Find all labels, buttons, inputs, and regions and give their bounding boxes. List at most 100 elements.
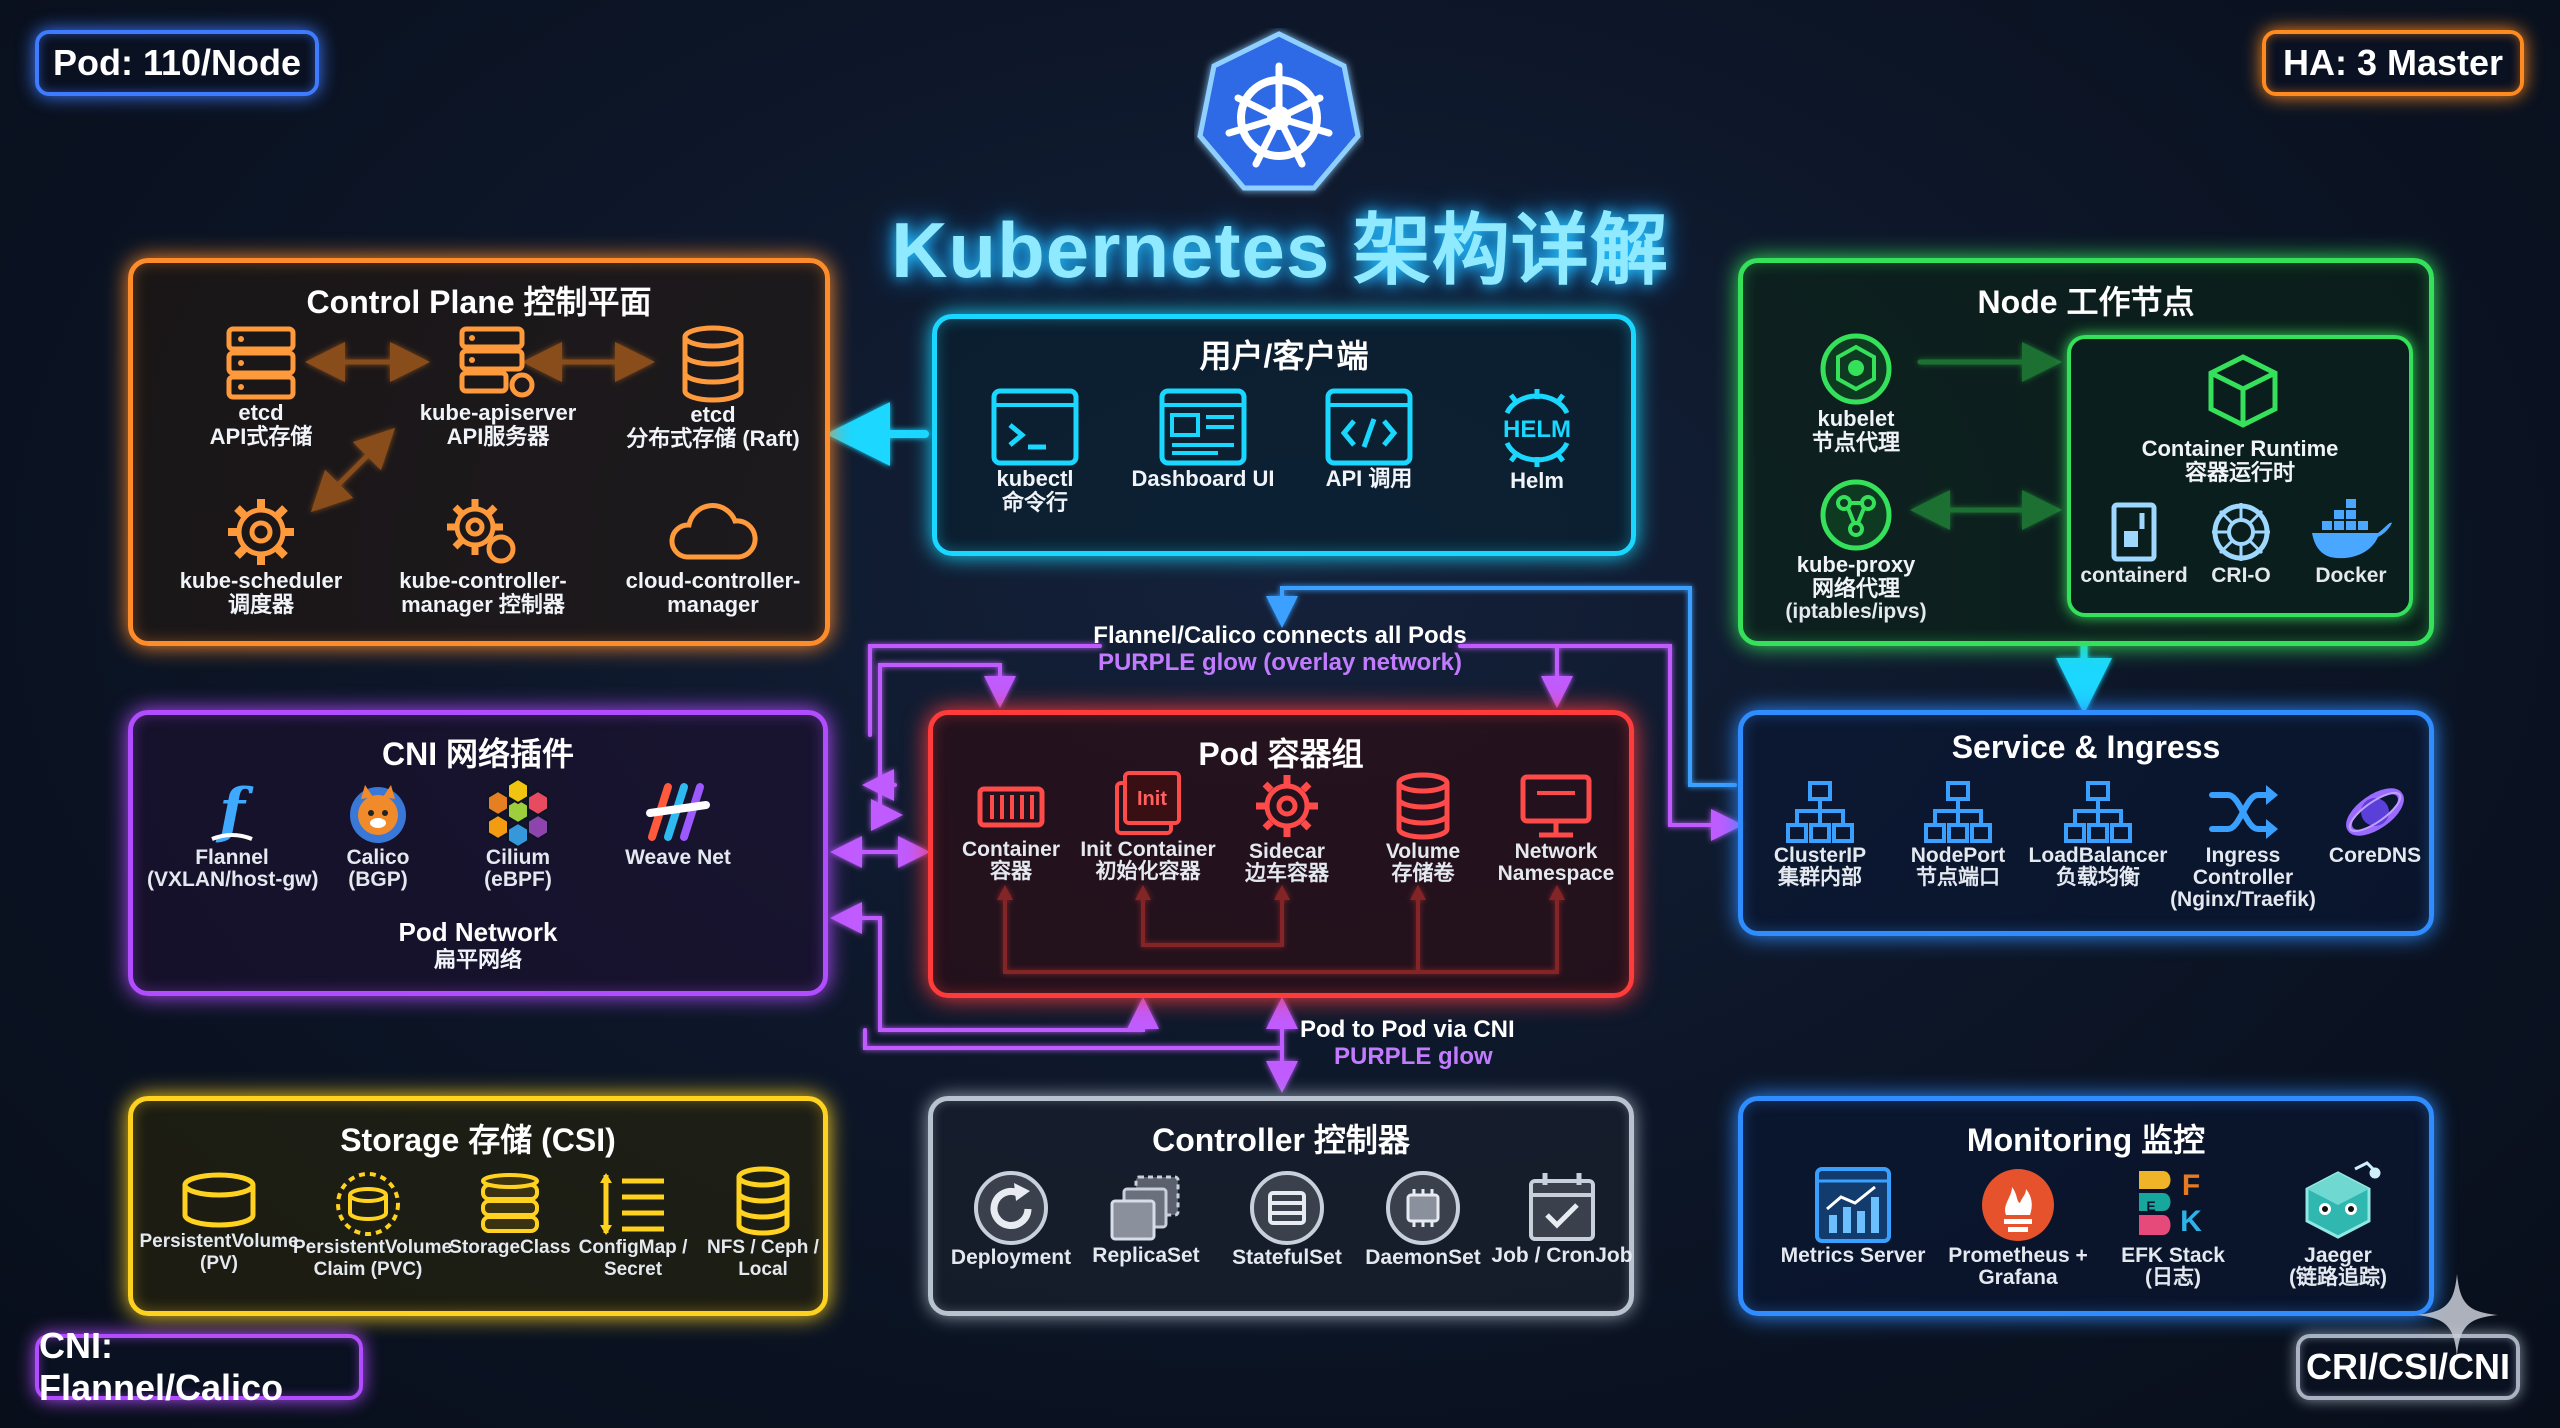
- pod-to-pod-note: Pod to Pod via CNI PURPLE glow: [1300, 1016, 1515, 1070]
- kubelet-icon: [1820, 333, 1892, 405]
- kube-scheduler: kube-scheduler 调度器: [171, 495, 351, 617]
- service-coredns: CoreDNS: [2315, 779, 2435, 867]
- dashboard-icon: [1159, 388, 1247, 466]
- deployment-controller[interactable]: Deployment: [941, 1169, 1081, 1269]
- pod-init-container: Init Init Container 初始化容器: [1073, 769, 1223, 883]
- pod-network-namespace: Network Namespace: [1481, 771, 1631, 885]
- database-icon: [682, 325, 744, 403]
- badge-ha-masters: HA: 3 Master: [2262, 30, 2524, 96]
- init-container-icon: Init: [1115, 771, 1181, 835]
- sparkle-icon: [2416, 1274, 2498, 1356]
- kubelet: kubelet 节点代理: [1781, 331, 1931, 455]
- replicaset-controller[interactable]: ReplicaSet: [1081, 1169, 1211, 1267]
- service-clusterip: ClusterIP 集群内部: [1755, 779, 1885, 889]
- container-box-icon: [2208, 354, 2278, 428]
- docker-icon: [2312, 499, 2392, 559]
- svg-text:E: E: [2146, 1198, 2155, 1214]
- containerd: containerd: [2079, 499, 2189, 587]
- weave-icon: [646, 783, 710, 841]
- statefulset-controller[interactable]: StatefulSet: [1217, 1169, 1357, 1269]
- chip-icon: [1386, 1171, 1460, 1245]
- efk-icon: FKE: [2139, 1169, 2202, 1238]
- weave-net-plugin: Weave Net: [593, 777, 763, 869]
- jaeger-icon: [2305, 1161, 2381, 1239]
- container-runtime-box: Container Runtime 容器运行时 containerd CRI-O…: [2067, 335, 2413, 617]
- cilium-plugin: Cilium (eBPF): [453, 777, 583, 891]
- cri-o: CRI-O: [2191, 499, 2291, 587]
- kube-apiserver: kube-apiserver API服务器: [398, 325, 598, 449]
- svg-text:HELM: HELM: [1503, 416, 1571, 443]
- service-loadbalancer: LoadBalancer 负载均衡: [2023, 779, 2173, 889]
- monitoring-title: Monitoring 监控: [1966, 1122, 2206, 1158]
- copies-icon: [1110, 1175, 1180, 1241]
- shuffle-icon: [2209, 785, 2278, 839]
- etcd-api-store: etcd API式存储: [191, 325, 331, 449]
- page-title: Kubernetes 架构详解: [891, 206, 1669, 294]
- persistent-volume: PersistentVolume (PV): [139, 1171, 299, 1275]
- refresh-icon: [974, 1171, 1048, 1245]
- controller-panel: Controller 控制器 Deployment ReplicaSet Sta…: [928, 1096, 1634, 1316]
- overlay-network-note: Flannel/Calico connects all Pods PURPLE …: [1093, 622, 1467, 676]
- stack-icon: [481, 1173, 539, 1233]
- server-gear-icon: [459, 326, 535, 398]
- flannel-icon: f: [211, 777, 254, 846]
- prometheus-icon: [1982, 1169, 2054, 1241]
- node-panel: Node 工作节点 kubelet 节点代理 kube-proxy 网络代理 (…: [1738, 258, 2434, 646]
- cloud-icon: [669, 503, 758, 560]
- control-plane-title: Control Plane 控制平面: [306, 284, 652, 320]
- badge-pods-per-node: Pod: 110/Node: [35, 30, 319, 96]
- kubernetes-logo-icon: [1197, 31, 1361, 191]
- stateful-icon: [1250, 1171, 1324, 1245]
- kube-proxy-icon: [1820, 479, 1892, 551]
- dashboard-ui[interactable]: Dashboard UI: [1123, 387, 1283, 491]
- disk-dashed-icon: [336, 1172, 400, 1236]
- kube-controller-manager: kube-controller- manager 控制器: [383, 495, 583, 617]
- container-icon: [977, 786, 1045, 828]
- kubectl-tool[interactable]: kubectl 命令行: [965, 387, 1105, 515]
- daemonset-controller[interactable]: DaemonSet: [1353, 1169, 1493, 1269]
- client-title: 用户/客户端: [1199, 338, 1369, 374]
- crio-icon: [2212, 503, 2270, 561]
- chart-icon: [1815, 1167, 1891, 1243]
- network-monitor-icon: [1520, 774, 1592, 838]
- storage-panel: Storage 存储 (CSI) PersistentVolume (PV) P…: [128, 1096, 828, 1316]
- hierarchy-icon: [1786, 781, 1854, 843]
- docker: Docker: [2293, 499, 2409, 587]
- cilium-icon: [487, 777, 549, 847]
- pod-container: Container 容器: [941, 775, 1081, 883]
- disk-icon: [182, 1172, 256, 1228]
- calico-plugin: Calico (BGP): [313, 777, 443, 891]
- containerd-icon: [2111, 502, 2157, 562]
- api-call[interactable]: API 调用: [1299, 387, 1439, 491]
- cloud-controller-manager: cloud-controller- manager: [603, 495, 823, 617]
- calico-icon: [350, 785, 406, 843]
- overlay-to-pod-left: [984, 663, 1016, 708]
- gears-icon: [447, 499, 516, 564]
- helm-tool[interactable]: HELM Helm: [1467, 385, 1607, 493]
- service-ingress-controller: Ingress Controller (Nginx/Traefik): [2163, 779, 2323, 911]
- coredns-icon: [2346, 788, 2404, 836]
- hierarchy-icon: [1924, 781, 1992, 843]
- badge-interfaces: CRI/CSI/CNI: [2296, 1334, 2520, 1400]
- pod-volume: Volume 存储卷: [1353, 771, 1493, 885]
- storage-title: Storage 存储 (CSI): [340, 1122, 616, 1158]
- list-icon: [600, 1173, 664, 1235]
- metrics-server: Metrics Server: [1773, 1165, 1933, 1267]
- job-cronjob-controller[interactable]: Job / CronJob: [1489, 1169, 1635, 1267]
- sidecar-gear-icon: [1256, 775, 1318, 837]
- service-panel: Service & Ingress ClusterIP 集群内部 NodePor…: [1738, 710, 2434, 936]
- persistent-volume-claim: PersistentVolume Claim (PVC): [293, 1171, 452, 1281]
- badge-cni: CNI: Flannel/Calico: [35, 1325, 363, 1408]
- code-icon: [1325, 388, 1413, 466]
- service-nodeport: NodePort 节点端口: [1893, 779, 2023, 889]
- control-plane-panel: Control Plane 控制平面 etcd API式存储 kube-apis…: [128, 258, 830, 646]
- svg-text:K: K: [2180, 1205, 2202, 1238]
- pod-sidecar: Sidecar 边车容器: [1217, 771, 1357, 885]
- jaeger-tracing: Jaeger (链路追踪): [2263, 1159, 2413, 1289]
- terminal-icon: [991, 388, 1079, 466]
- calendar-check-icon: [1529, 1173, 1595, 1241]
- client-panel: 用户/客户端 kubectl 命令行 Dashboard UI API 调用 H…: [932, 314, 1636, 556]
- gear-icon: [228, 499, 294, 565]
